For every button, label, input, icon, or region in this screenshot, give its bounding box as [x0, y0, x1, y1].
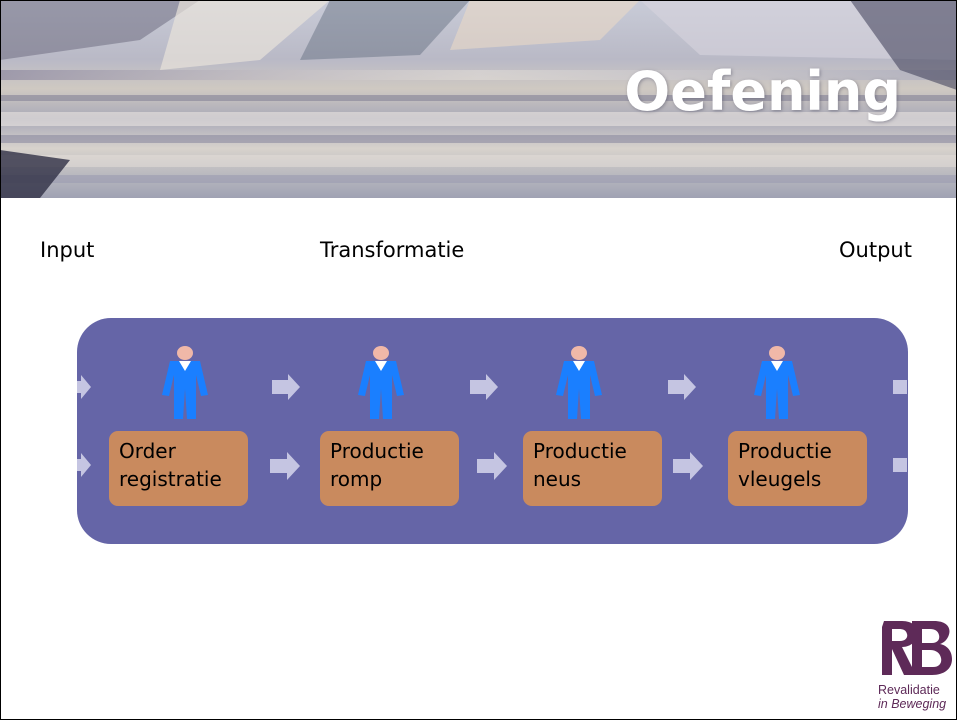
person-icon — [554, 345, 604, 424]
process-step-line1: Productie — [738, 439, 832, 463]
person-icon — [752, 345, 802, 424]
person-icon — [356, 345, 406, 424]
banner-image — [0, 0, 957, 198]
process-step-order-registratie: Order registratie — [109, 431, 248, 506]
rb-monogram-icon — [882, 621, 952, 675]
process-step-line1: Productie — [330, 439, 424, 463]
process-step-line2: vleugels — [738, 467, 822, 491]
logo-text: Revalidatie in Beweging — [878, 683, 946, 711]
process-step-line2: romp — [330, 467, 383, 491]
revalidatie-logo: Revalidatie in Beweging — [872, 617, 957, 720]
person-icon — [160, 345, 210, 424]
header-banner: Oefening — [0, 0, 957, 198]
process-step-line2: neus — [533, 467, 582, 491]
process-step-line2: registratie — [119, 467, 222, 491]
output-label: Output — [839, 238, 912, 262]
logo-line2: in Beweging — [878, 697, 947, 711]
process-step-productie-neus: Productie neus — [523, 431, 662, 506]
slide-title: Oefening — [624, 60, 901, 123]
process-step-line1: Order — [119, 439, 176, 463]
process-step-productie-vleugels: Productie vleugels — [728, 431, 867, 506]
process-step-line1: Productie — [533, 439, 627, 463]
logo-line1: Revalidatie — [878, 683, 940, 697]
transformation-label: Transformatie — [320, 238, 465, 262]
process-step-productie-romp: Productie romp — [320, 431, 459, 506]
input-label: Input — [40, 238, 95, 262]
